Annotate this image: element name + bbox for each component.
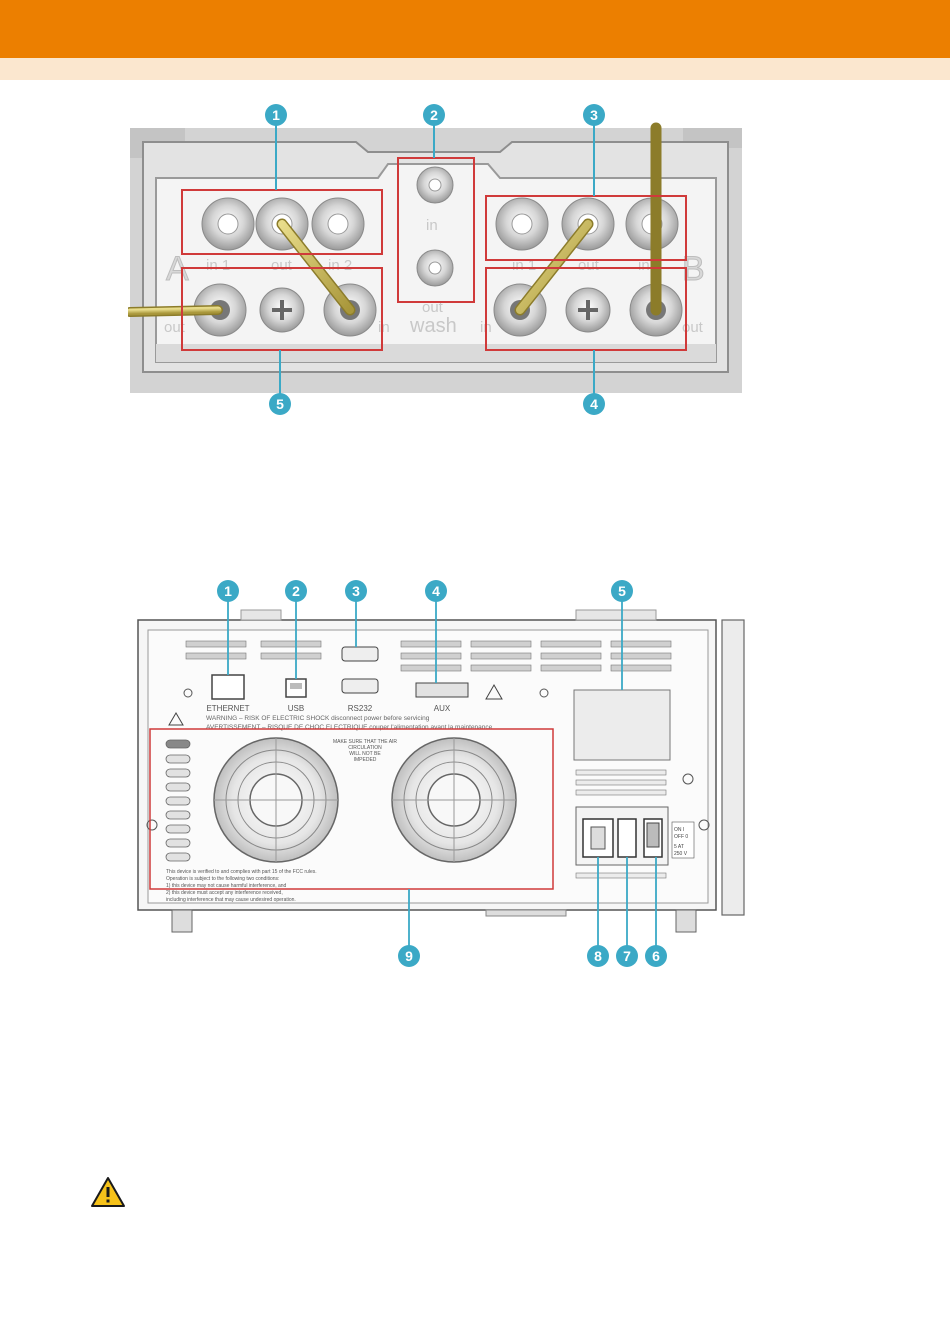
svg-text:250 V: 250 V	[674, 851, 688, 857]
fan-right	[391, 737, 517, 863]
callout-3: 3	[583, 104, 605, 126]
rs232-label: RS232	[348, 704, 373, 713]
a-bottom-in-label: in	[378, 319, 390, 336]
wash-in-label: in	[426, 217, 438, 234]
svg-text:This device is verified to and: This device is verified to and complies …	[166, 869, 317, 875]
ethernet-port	[211, 674, 245, 700]
highlight-boxes	[181, 157, 687, 351]
svg-text:1) this device may not cause h: 1) this device may not cause harmful int…	[166, 883, 287, 889]
airflow-note: MAKE SURE THAT THE AIR CIRCULATION WILL …	[333, 739, 397, 763]
wash-label: wash	[409, 315, 457, 337]
callout-4: 4	[425, 580, 447, 602]
svg-text:2: 2	[430, 107, 438, 123]
header-subbar	[0, 58, 950, 80]
wash-out-label: out	[422, 299, 444, 316]
valve-ports-figure: A B in 1	[125, 100, 744, 420]
svg-text:MAKE SURE THAT THE AIR: MAKE SURE THAT THE AIR	[333, 739, 397, 745]
svg-text:IMPEDED: IMPEDED	[354, 757, 377, 763]
svg-text:4: 4	[590, 396, 598, 412]
rs232-port	[341, 646, 379, 694]
svg-text:WILL NOT BE: WILL NOT BE	[349, 751, 381, 757]
svg-text:ON I: ON I	[674, 827, 684, 833]
callout-6: 6	[645, 945, 667, 967]
b-bottom-out-label: out	[682, 319, 704, 336]
svg-text:OFF 0: OFF 0	[674, 834, 688, 840]
rear-panel-figure: ETHERNET USB RS232 AUX WARNING – RISK OF…	[136, 575, 746, 970]
callout-3: 3	[345, 580, 367, 602]
svg-text:3: 3	[352, 583, 360, 599]
power-switch	[643, 818, 663, 858]
callout-1: 1	[217, 580, 239, 602]
callout-5: 5	[269, 393, 291, 415]
svg-text:3: 3	[590, 107, 598, 123]
callout-2: 2	[423, 104, 445, 126]
ethernet-label: ETHERNET	[206, 704, 249, 713]
callout-4: 4	[583, 393, 605, 415]
b-in1-label: in 1	[512, 257, 536, 274]
a-in2-label: in 2	[328, 257, 352, 274]
power-inlet	[582, 818, 614, 858]
svg-text:CIRCULATION: CIRCULATION	[348, 745, 382, 751]
svg-text:including interference that ma: including interference that may cause un…	[166, 897, 296, 903]
svg-text:2: 2	[292, 583, 300, 599]
switch-label: ON I OFF 0 5 AT 250 V	[671, 821, 695, 859]
svg-text:Operation is subject to the fo: Operation is subject to the following tw…	[166, 876, 279, 882]
svg-text:1: 1	[224, 583, 232, 599]
fuse-holder	[617, 818, 637, 858]
header-bar	[0, 0, 950, 58]
callout-5: 5	[611, 580, 633, 602]
callout-8: 8	[587, 945, 609, 967]
b-out-label: out	[578, 257, 600, 274]
svg-text:2) this device must accept any: 2) this device must accept any interfere…	[166, 890, 283, 896]
aux-label: AUX	[434, 704, 451, 713]
a-bottom-out-label: out	[164, 319, 186, 336]
warning-text-fr: AVERTISSEMENT – RISQUE DE CHOC ELECTRIQU…	[206, 724, 493, 731]
callout-1: 1	[265, 104, 287, 126]
a-in1-label: in 1	[206, 257, 230, 274]
usb-label: USB	[288, 704, 304, 713]
callout-2: 2	[285, 580, 307, 602]
aux-port	[415, 682, 469, 698]
svg-text:9: 9	[405, 948, 413, 964]
side-b-letter: B	[682, 250, 705, 288]
svg-text:6: 6	[652, 948, 660, 964]
svg-text:1: 1	[272, 107, 280, 123]
svg-text:4: 4	[432, 583, 440, 599]
warning-text-en: WARNING – RISK OF ELECTRIC SHOCK disconn…	[206, 715, 430, 722]
svg-text:7: 7	[623, 948, 631, 964]
usb-port	[285, 678, 307, 698]
a-out-label: out	[271, 257, 293, 274]
svg-text:5 AT: 5 AT	[674, 844, 684, 850]
highlight-boxes	[149, 728, 554, 890]
svg-text:5: 5	[618, 583, 626, 599]
wash-ports	[416, 166, 454, 287]
fcc-text: This device is verified to and complies …	[166, 869, 317, 903]
svg-text:5: 5	[276, 396, 284, 412]
fan-left	[213, 737, 339, 863]
warning-triangle-icon	[90, 1176, 126, 1208]
svg-text:8: 8	[594, 948, 602, 964]
callout-7: 7	[616, 945, 638, 967]
callout-9: 9	[398, 945, 420, 967]
b-in2-label: in	[638, 257, 650, 274]
